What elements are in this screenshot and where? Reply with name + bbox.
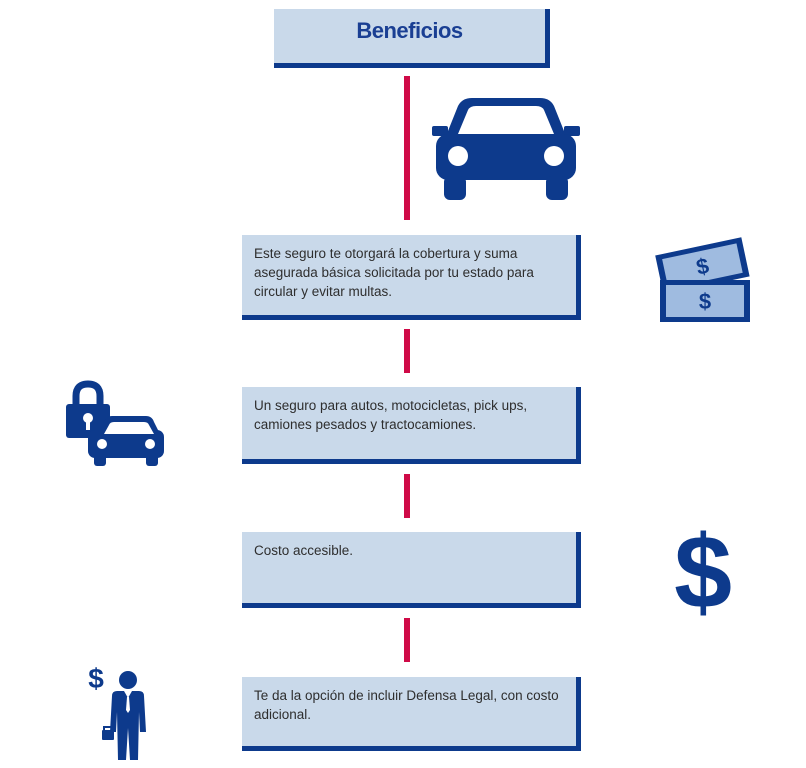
step-box-legal: Te da la opción de incluir Defensa Legal… <box>242 677 581 751</box>
connector-line <box>404 329 410 373</box>
money-bills-icon: $ $ <box>655 237 750 322</box>
svg-text:$: $ <box>674 516 732 620</box>
step-text: Un seguro para autos, motocicletas, pick… <box>254 398 528 432</box>
diagram-title: Beneficios <box>356 18 463 43</box>
businessman-icon: $ <box>88 663 146 760</box>
connector-line <box>404 474 410 518</box>
lock-car-icon <box>66 380 164 466</box>
dollar-sign-icon: $ <box>674 516 732 620</box>
step-text: Te da la opción de incluir Defensa Legal… <box>254 688 559 722</box>
step-box-vehicles: Un seguro para autos, motocicletas, pick… <box>242 387 581 464</box>
dollar-sign-icon: $ <box>88 663 104 694</box>
dollar-sign-icon: $ <box>699 289 711 314</box>
dollar-sign-icon: $ <box>694 253 711 280</box>
connector-line <box>404 76 410 220</box>
step-box-cost: Costo accesible. <box>242 532 581 608</box>
connector-line <box>404 618 410 662</box>
car-icon <box>432 98 580 200</box>
step-box-coverage: Este seguro te otorgará la cobertura y s… <box>242 235 581 320</box>
title-box: Beneficios <box>274 9 550 68</box>
step-text: Este seguro te otorgará la cobertura y s… <box>254 246 534 299</box>
step-text: Costo accesible. <box>254 543 354 558</box>
